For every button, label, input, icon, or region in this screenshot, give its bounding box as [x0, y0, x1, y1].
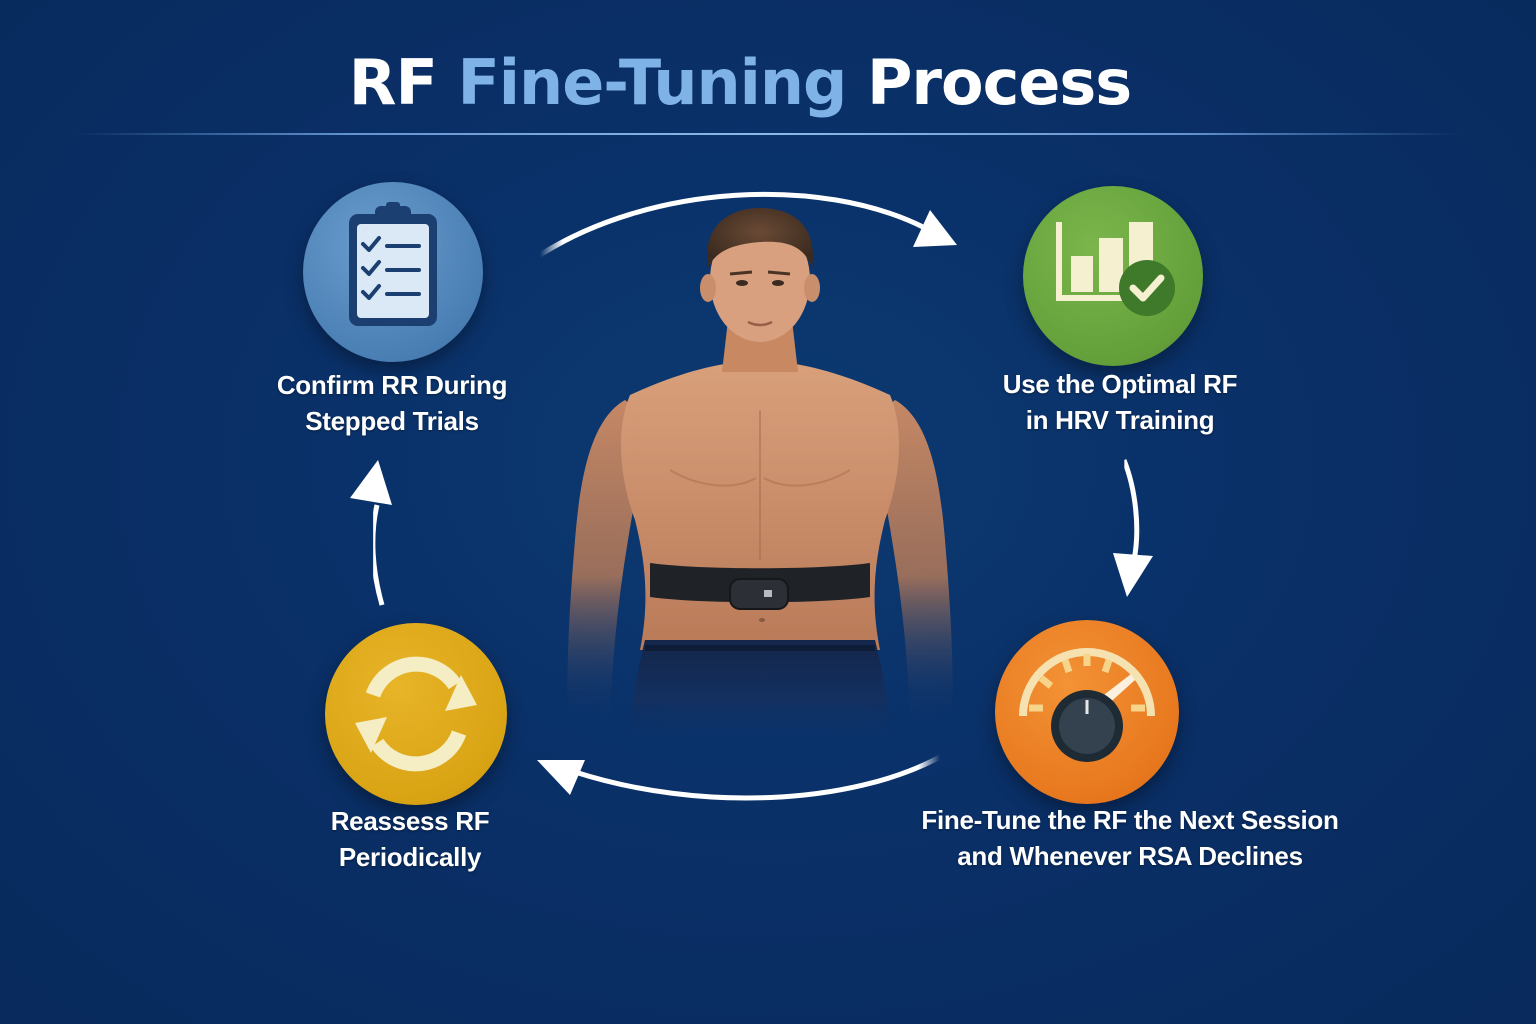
step-finetune-line2: and Whenever RSA Declines [957, 841, 1303, 871]
step-confirm-line2: Stepped Trials [305, 406, 479, 436]
step-optimal-line2: in HRV Training [1025, 405, 1215, 435]
arrow-top [537, 191, 957, 258]
title-part-process: Process [846, 46, 1132, 119]
clipboard-checklist-icon [349, 202, 437, 326]
step-confirm-circle [303, 182, 483, 362]
refresh-cycle-icon [355, 656, 477, 772]
chest-strap-monitor [650, 563, 870, 610]
page-title: RF Fine-Tuning Process [0, 46, 1480, 119]
step-confirm-line1: Confirm RR During [276, 370, 508, 400]
bar-chart-check-icon [1056, 222, 1175, 316]
arrow-left [350, 460, 392, 606]
hair [707, 208, 813, 268]
man-figure [567, 208, 953, 740]
arrow-bottom [537, 754, 943, 801]
step-reassess-label: Reassess RF Periodically [260, 803, 560, 875]
shorts [628, 640, 892, 740]
title-part-fine-tuning: Fine-Tuning [457, 46, 847, 119]
gauge-dial-icon [1019, 648, 1155, 762]
title-part-rf: RF [348, 46, 458, 119]
step-reassess-circle [325, 623, 507, 805]
arrow-right [1113, 459, 1153, 597]
step-finetune-label: Fine-Tune the RF the Next Session and Wh… [900, 802, 1360, 874]
step-confirm-label: Confirm RR During Stepped Trials [242, 367, 542, 439]
step-reassess-line2: Periodically [338, 842, 482, 872]
title-divider [75, 133, 1460, 135]
step-optimal-line1: Use the Optimal RF [1002, 369, 1238, 399]
step-optimal-circle [1023, 186, 1203, 366]
step-finetune-circle [995, 620, 1179, 804]
step-reassess-line1: Reassess RF [330, 806, 490, 836]
step-finetune-line1: Fine-Tune the RF the Next Session [921, 805, 1339, 835]
step-optimal-label: Use the Optimal RF in HRV Training [970, 366, 1270, 438]
face [710, 218, 810, 342]
